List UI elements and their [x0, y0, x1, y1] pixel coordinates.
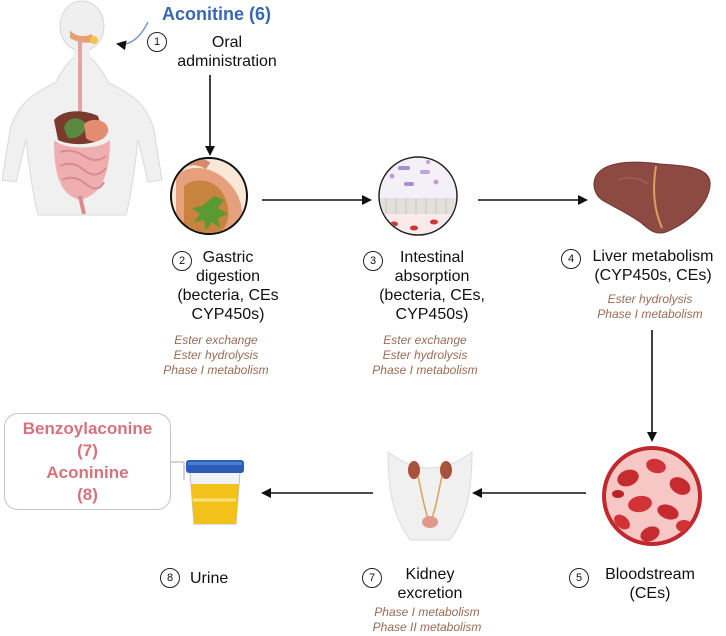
step-label: Liver metabolism (CYP450s, CEs) [592, 248, 714, 284]
kidney-icon [387, 451, 473, 541]
stomach-icon [170, 157, 248, 235]
step-label: Gastric digestion (becteria, CEs CYP450s… [177, 249, 279, 323]
step-label: Urine [190, 570, 229, 587]
step-number-badge: 3 [363, 251, 383, 271]
step-number-badge: 5 [569, 568, 589, 588]
step-label: Bloodstream (CEs) [605, 566, 695, 602]
step-notes: Ester exchange Ester hydrolysis Phase I … [163, 333, 269, 377]
step-notes: Ester exchange Ester hydrolysis Phase I … [372, 333, 478, 377]
liver-icon [593, 161, 711, 234]
step-number-badge: 8 [160, 568, 180, 588]
blood-vessel-icon [602, 446, 702, 546]
metabolite-number: (8) [77, 484, 98, 504]
metabolite-number: (7) [77, 440, 98, 460]
title-pointer-arrow [116, 21, 149, 51]
step-label: Intestinal absorption (becteria, CEs, CY… [379, 249, 485, 323]
metabolite-name: Aconinine [46, 462, 129, 482]
step-notes: Phase I metabolism Phase II metabolism [372, 605, 482, 634]
step-number-badge: 2 [172, 251, 192, 271]
metabolite-name: Benzoylaconine [22, 418, 153, 438]
urine-cup-icon [170, 460, 244, 525]
step-notes: Ester hydrolysis Phase I metabolism [597, 292, 703, 321]
step-label: Kidney excretion [397, 566, 463, 602]
metabolites-box: Benzoylaconine (7) Aconinine (8) [4, 413, 171, 510]
human-body-illustration [1, 0, 163, 216]
step-number-badge: 7 [362, 568, 382, 588]
step-number-badge: 4 [561, 249, 581, 269]
compound-title: Aconitine (6) [162, 4, 272, 24]
step-label: Oral administration [177, 34, 277, 70]
intestine-icon [378, 156, 458, 236]
step-number-badge: 1 [147, 32, 167, 52]
